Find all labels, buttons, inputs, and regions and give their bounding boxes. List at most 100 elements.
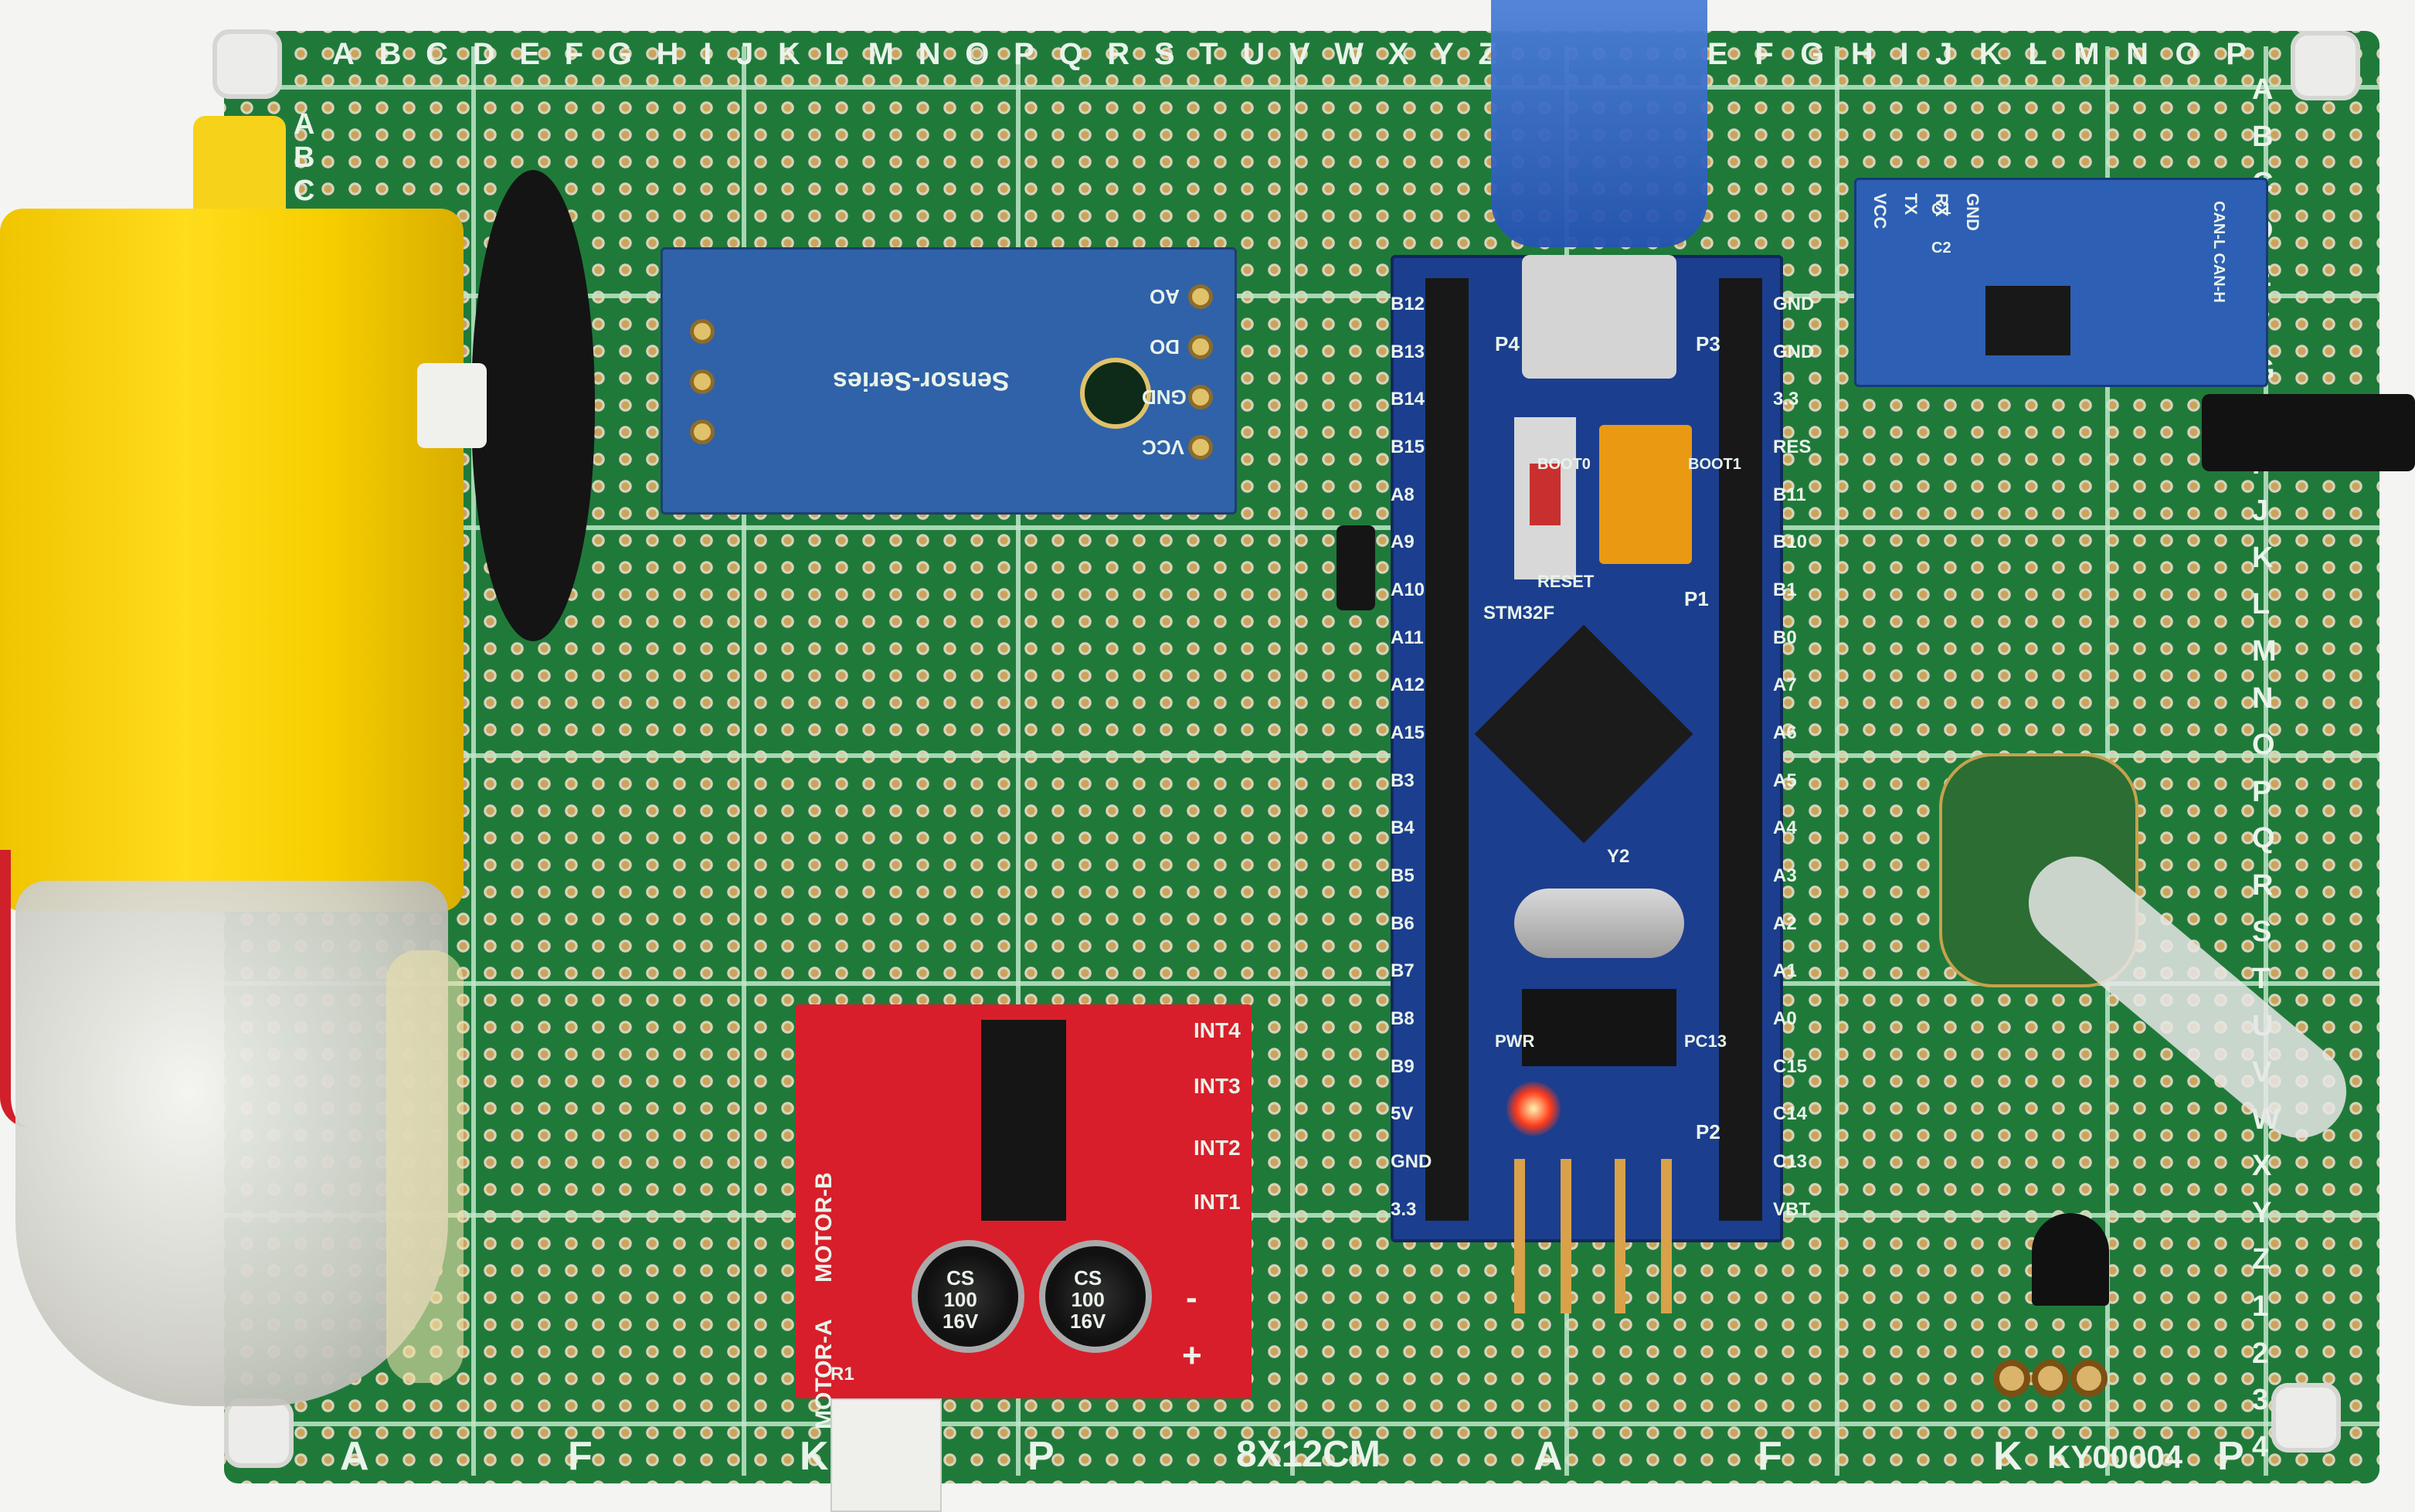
grid-letter: C (426, 37, 450, 71)
micro-usb-port[interactable] (1522, 255, 1676, 379)
label-pc13: PC13 (1684, 1031, 1727, 1051)
pin-label: DO (1150, 335, 1180, 358)
grid-letter: Y (1433, 37, 1455, 71)
grid-letter: Z (2252, 1243, 2271, 1276)
grid-letter: D (472, 37, 497, 71)
grid-letter: Q (2252, 822, 2275, 855)
power-led (1506, 1082, 1561, 1136)
standoff (2271, 1383, 2341, 1453)
bottom-label: A (1534, 1434, 1563, 1479)
grid-letter: T (1199, 37, 1220, 71)
stm32-pin-label: A6 (1773, 722, 1797, 744)
pin (1188, 284, 1213, 309)
grid-line (224, 753, 2379, 758)
stm32-pin-label: 3.3 (1391, 1198, 1417, 1220)
header-pin (1561, 1159, 1571, 1313)
grid-letter: B (379, 37, 403, 71)
grid-letter: N (2252, 681, 2274, 715)
grid-line (224, 294, 2379, 298)
grid-letter: H (656, 37, 681, 71)
standoff (224, 1398, 294, 1468)
capacitor (1039, 1240, 1152, 1353)
ttl-pin-label: RX (1932, 193, 1951, 217)
label-y2: Y2 (1607, 846, 1630, 867)
pin-header (1337, 525, 1375, 610)
grid-letter: A (332, 37, 356, 71)
solder-pad (2032, 1360, 2069, 1397)
input-label: INT3 (1194, 1074, 1241, 1098)
r1-label: R1 (830, 1364, 854, 1385)
solder-pad (1993, 1360, 2030, 1397)
grid-letter: S (2252, 916, 2272, 949)
grid-line (1290, 46, 1295, 1476)
usb-cable (1491, 0, 1707, 247)
grid-letter: R (2252, 868, 2274, 902)
grid-letter: 4 (2252, 1430, 2269, 1463)
grid-line (742, 46, 746, 1476)
stm32-pin-label: GND (1391, 1151, 1432, 1173)
bottom-label: F (1758, 1434, 1782, 1479)
ttl-pin-label: GND (1963, 193, 1982, 231)
stm32-pin-label: B12 (1391, 294, 1425, 314)
power-connector[interactable] (830, 1398, 942, 1512)
stm32-pin-label: 3.3 (1773, 389, 1799, 410)
stm32-pin-label: A11 (1391, 627, 1424, 648)
stm32-pin-label: A2 (1773, 912, 1797, 934)
header-pin (1615, 1159, 1625, 1313)
grid-letter: B (2252, 120, 2274, 153)
stm32-pin-label: B3 (1391, 770, 1415, 791)
label-p2: P2 (1696, 1120, 1720, 1143)
grid-line (224, 981, 2379, 986)
grid-letter: C (294, 175, 315, 207)
grid-letter: O (965, 37, 991, 71)
cap-label: C1 (1931, 201, 1951, 218)
grid-letter: E (1707, 37, 1730, 71)
pin-label: GND (1142, 386, 1187, 409)
stm32-pin-label: A9 (1391, 532, 1415, 553)
grid-letter: 2 (2252, 1337, 2269, 1370)
driver-ic (981, 1020, 1066, 1221)
pin (690, 369, 715, 394)
stm32-pin-label: B7 (1391, 960, 1415, 982)
cap-text: CS (1074, 1266, 1102, 1289)
grid-letter: J (736, 37, 756, 71)
motor-shaft (193, 116, 286, 224)
reset-button[interactable] (1530, 464, 1561, 525)
grid-line (1835, 46, 1839, 1476)
stm32-pin-label: B15 (1391, 437, 1425, 458)
pin (1188, 435, 1213, 460)
grid-letter: V (1289, 37, 1312, 71)
stm32-pin-label: A3 (1773, 865, 1797, 887)
stm32-pin-label: B4 (1391, 817, 1415, 839)
motor-a-label: MOTOR-A (811, 1319, 837, 1429)
grid-letter: O (2175, 37, 2201, 71)
grid-letter: J (2252, 494, 2269, 528)
standoff (212, 29, 282, 99)
stm32-pin-label: RES (1773, 437, 1812, 458)
label-pwr: PWR (1495, 1031, 1535, 1051)
stm32-pin-label: 5V (1391, 1103, 1414, 1125)
grid-line (224, 525, 2379, 530)
grid-letter: I (1900, 37, 1911, 71)
grid-letter: F (1754, 37, 1775, 71)
motor-cap (386, 950, 464, 1383)
pin-label: VCC (1142, 436, 1184, 459)
boot-jumpers[interactable] (1599, 425, 1692, 564)
stm32-pin-label: A1 (1773, 960, 1797, 982)
right-pin-header (1719, 278, 1762, 1221)
stm32-pin-label: B6 (1391, 912, 1415, 934)
grid-line (1016, 46, 1021, 1476)
bottom-label: F (568, 1434, 593, 1479)
grid-letter: K (2252, 541, 2274, 574)
stm32-pin-label: B11 (1773, 484, 1806, 505)
crystal-oscillator (1514, 889, 1684, 958)
ttl-pin-label: TX (1901, 193, 1921, 216)
grid-letter: L (824, 37, 845, 71)
stm32-pin-label: B10 (1773, 532, 1808, 553)
label-boot1: BOOT1 (1688, 456, 1741, 473)
bottom-label: P (1027, 1434, 1055, 1479)
grid-letter: N (2126, 37, 2150, 71)
stm32-pin-label: B8 (1391, 1008, 1415, 1030)
